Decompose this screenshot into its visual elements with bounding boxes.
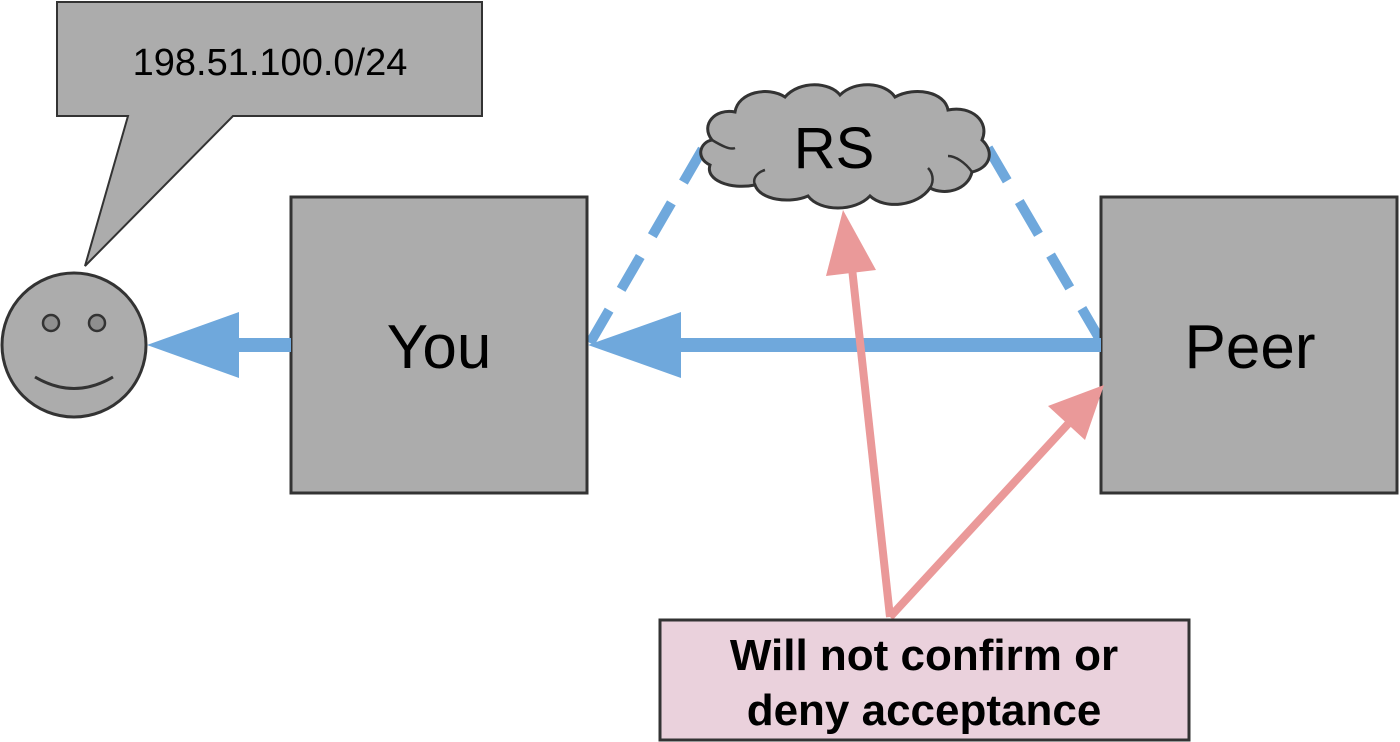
smiley-face-icon (0, 271, 148, 419)
rs-cloud-node[interactable]: RS (699, 83, 991, 210)
you-box (289, 195, 589, 495)
callout-text: 198.51.100.0/24 (133, 42, 408, 84)
smiley-left-eye (41, 313, 61, 333)
note-box: Will not confirm or deny acceptance (658, 618, 1191, 742)
callout-bubble (56, 1, 483, 267)
rs-label: RS (794, 116, 875, 181)
you-label: You (387, 313, 492, 382)
peer-node[interactable]: Peer (1099, 195, 1399, 495)
arrow-peer-to-you (588, 312, 1101, 378)
smiley-mouth (34, 375, 114, 390)
dashed-link-you-rs (585, 142, 710, 346)
note-line-1: Will not confirm or (730, 631, 1118, 680)
user-node[interactable] (0, 271, 148, 419)
arrow-note-to-peer (887, 385, 1104, 620)
arrow-you-to-user (147, 312, 291, 378)
arrow-note-to-rs (826, 210, 894, 618)
you-node[interactable]: You (289, 195, 589, 495)
cloud-icon (699, 83, 991, 210)
note-line-2: deny acceptance (747, 686, 1102, 735)
peer-label: Peer (1185, 313, 1316, 382)
smiley-right-eye (87, 313, 107, 333)
dashed-link-rs-peer (983, 145, 1107, 346)
